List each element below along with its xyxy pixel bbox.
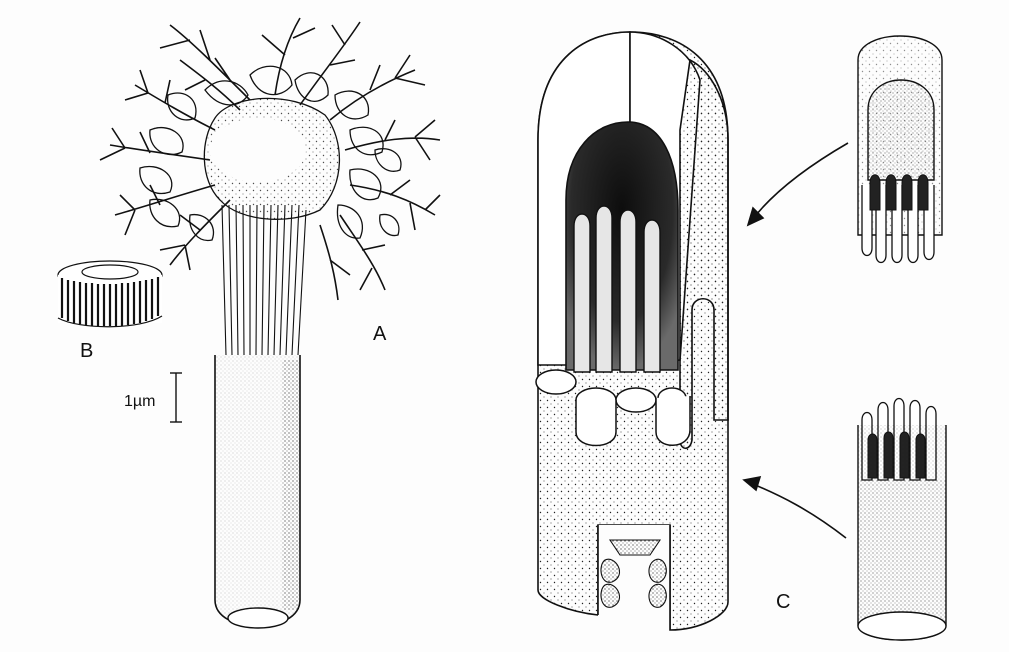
small-cylinder-bottom bbox=[858, 399, 946, 641]
arrows bbox=[744, 143, 848, 538]
stalk-base bbox=[228, 608, 288, 628]
panel-b-ring bbox=[58, 261, 162, 327]
scale-bar bbox=[170, 373, 182, 422]
panel-c-cylinder bbox=[536, 32, 728, 630]
label-c: C bbox=[776, 591, 790, 613]
striated-neck bbox=[222, 205, 306, 355]
scale-bar-label: 1µm bbox=[124, 393, 155, 410]
label-b: B bbox=[80, 340, 93, 362]
small-cylinder-top bbox=[858, 36, 942, 263]
label-a: A bbox=[373, 323, 387, 345]
